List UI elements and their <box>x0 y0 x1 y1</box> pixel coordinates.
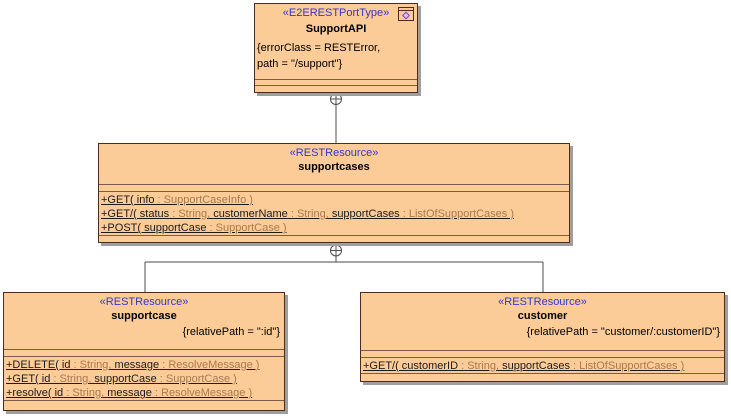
spacer <box>361 340 724 350</box>
porttype-icon <box>398 7 414 21</box>
class-box-customer[interactable]: «RESTResource» customer {relativePath = … <box>360 292 725 382</box>
signature-segment: : ResolveMessage ) <box>159 359 260 371</box>
stereotype-label: «RESTResource» <box>99 296 189 308</box>
signature-segment: +DELETE( id <box>6 359 71 371</box>
signature-segment: : SupportCaseInfo ) <box>154 194 253 206</box>
relative-path-property: {relativePath = "customer/:customerID"} <box>526 326 720 338</box>
signature-segment: customerName <box>213 208 288 220</box>
signature-segment: +GET/( customerID <box>363 360 459 372</box>
stereotype-label: «E2ERESTPortType» <box>282 7 390 19</box>
signature-segment: +GET( info <box>101 194 155 206</box>
operations-compartment: +GET/( customerID : String, supportCases… <box>361 357 724 373</box>
signature-segment: : ResolveMessage ) <box>151 387 253 399</box>
signature-segment: : String, <box>287 208 332 220</box>
signature-segment: supportCases <box>331 208 400 220</box>
attributes-compartment-empty <box>4 349 284 356</box>
operations-compartment: +DELETE( id : String, message : ResolveM… <box>4 356 284 400</box>
signature-segment: : String, <box>458 360 503 372</box>
signature-segment: +GET/( status <box>101 208 170 220</box>
signature-segment: : String, <box>169 208 214 220</box>
empty-compartment <box>255 78 417 85</box>
empty-compartment <box>361 373 724 381</box>
signature-segment: message <box>114 359 160 371</box>
class-box-supportcases[interactable]: «RESTResource» supportcases +GET( info :… <box>98 143 570 243</box>
signature-segment: message <box>107 387 152 399</box>
operation-row[interactable]: +POST( supportCase : SupportCase ) <box>101 221 569 235</box>
containment-connector-api-to-supportcases[interactable] <box>330 92 342 143</box>
spacer <box>4 340 284 349</box>
property-line: {errorClass = RESTError, <box>257 42 381 54</box>
property-line: path = "/support"} <box>257 58 343 70</box>
class-name: SupportAPI <box>305 23 367 35</box>
signature-segment: supportCase <box>94 373 157 385</box>
signature-segment: +resolve( id <box>6 387 64 399</box>
class-name: supportcases <box>298 161 370 173</box>
operations-compartment: +GET( info : SupportCaseInfo ) +GET/( st… <box>99 191 569 235</box>
signature-segment: : ListOfSupportCases ) <box>399 208 515 220</box>
spacer <box>99 175 569 184</box>
operation-row[interactable]: +GET( id : String, supportCase : Support… <box>6 372 284 386</box>
empty-compartment <box>99 235 569 242</box>
signature-segment: +GET( id <box>6 373 51 385</box>
attributes-compartment-empty <box>99 184 569 191</box>
class-name: customer <box>517 310 568 322</box>
signature-segment: : SupportCase ) <box>206 222 287 234</box>
operation-row[interactable]: +DELETE( id : String, message : ResolveM… <box>6 358 284 372</box>
class-box-supportcase[interactable]: «RESTResource» supportcase {relativePath… <box>3 292 285 411</box>
stereotype-label: «RESTResource» <box>498 296 587 308</box>
operation-row[interactable]: +GET( info : SupportCaseInfo ) <box>101 193 569 207</box>
signature-segment: : ListOfSupportCases ) <box>569 360 685 372</box>
signature-segment: : SupportCase ) <box>156 373 237 385</box>
signature-segment: supportCases <box>502 360 570 372</box>
attributes-compartment-empty <box>361 350 724 357</box>
class-properties: {errorClass = RESTError, path = "/suppor… <box>255 37 417 72</box>
operation-row[interactable]: +resolve( id : String, message : Resolve… <box>6 386 284 400</box>
operation-row[interactable]: +GET/( customerID : String, supportCases… <box>363 359 724 373</box>
signature-segment: : String, <box>50 373 95 385</box>
operation-row[interactable]: +GET/( status : String, customerName : S… <box>101 207 569 221</box>
class-box-supportapi[interactable]: «E2ERESTPortType» SupportAPI {errorClass… <box>254 3 418 93</box>
containment-connector-supportcases-to-children[interactable] <box>144 243 544 292</box>
class-name: supportcase <box>111 310 177 322</box>
signature-segment: +POST( supportCase <box>101 222 207 234</box>
signature-segment: : String, <box>70 359 115 371</box>
empty-compartment <box>255 84 417 93</box>
stereotype-label: «RESTResource» <box>289 147 379 159</box>
relative-path-property: {relativePath = ":id"} <box>182 326 280 338</box>
empty-compartment <box>4 400 284 410</box>
signature-segment: : String, <box>63 387 108 399</box>
